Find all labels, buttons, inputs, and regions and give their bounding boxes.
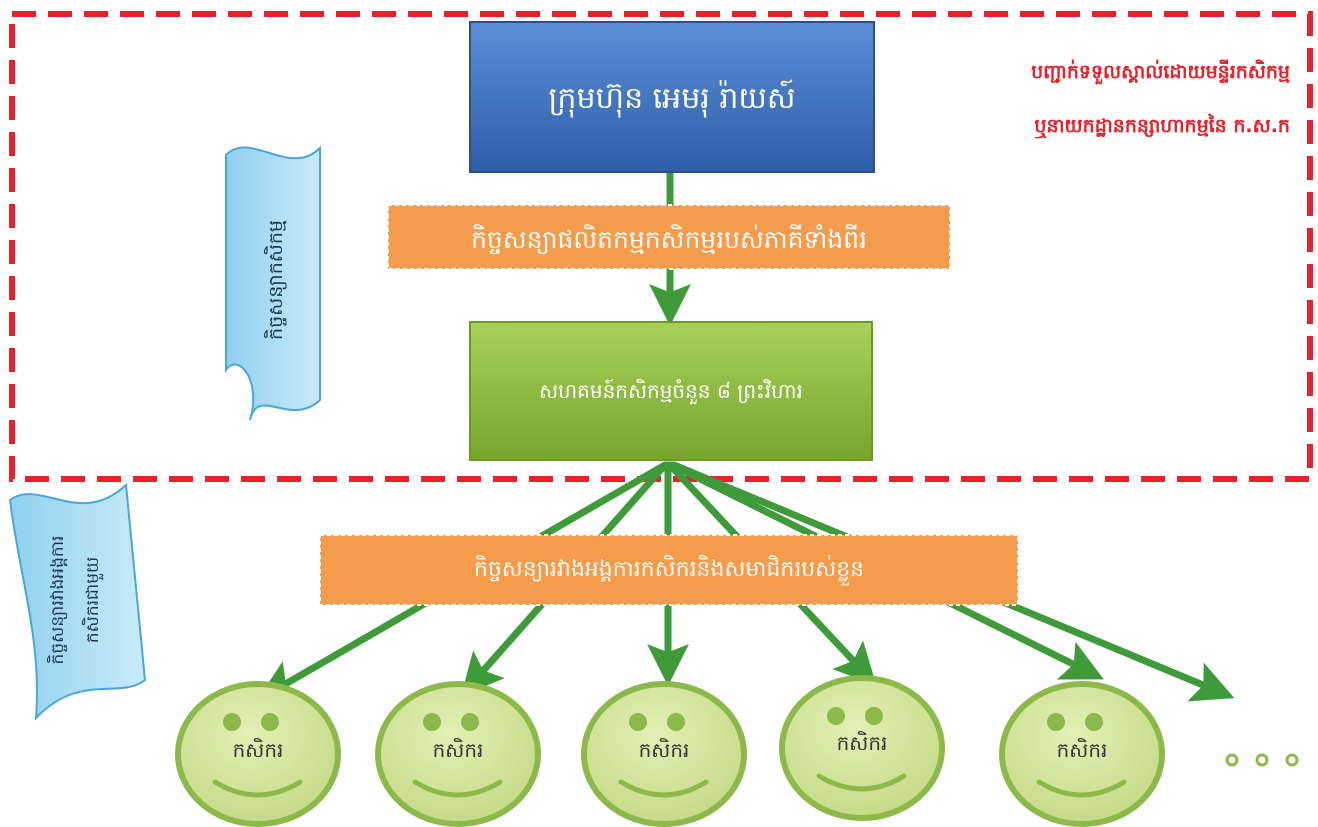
farmer-label: កសិករ [233,737,284,762]
company-label: ក្រុមហ៊ុន អេមរុ រ៉ាយស៍ [548,79,795,118]
face-eye-icon [1047,713,1065,731]
cooperatives-label: សហគមន៍កសិកម្មចំនួន ៨ ព្រះវិហារ [539,378,803,405]
cooperatives-box: សហគមន៍កសិកម្មចំនួន ៨ ព្រះវិហារ [469,321,873,461]
face-smile-icon [1036,779,1127,798]
face-eye-icon [223,713,241,731]
scroll-member-contract: កិច្ចសន្យារវាងអង្គការ កសិករជាមួយ [8,482,147,721]
certification-note: បញ្ជាក់ទទួលស្គាល់ដោយមន្ទីរកសិកម្ម ឬនាយកដ… [1031,59,1290,139]
face-eye-icon [629,713,647,731]
company-box: ក្រុមហ៊ុន អេមរុ រ៉ាយស៍ [469,21,875,173]
farmer-label: កសិករ [433,737,484,762]
certified-boundary [9,11,1313,482]
farmer-label: កសិករ [639,737,690,762]
contract-production-banner: កិច្ចសន្យាផលិតកម្មកសិកម្មរបស់ភាគីទាំងពីរ [387,204,951,270]
scroll-top-label: កិច្ចសន្យាកសិកម្ម [263,220,287,340]
scroll-bottom-line1: កិច្ចសន្យារវាងអង្គការ [46,536,68,665]
face-eye-icon [827,707,845,725]
face-smile-icon [212,779,303,798]
farmer-face-2: កសិករ [375,681,541,827]
scroll-bottom-line2: កសិករជាមួយ [81,557,104,643]
face-eye-icon [667,713,685,731]
scroll-agricultural-contract: កិច្ចសន្យាកសិកម្ម [225,145,321,421]
farmer-face-3: កសិករ [581,681,747,827]
face-smile-icon [816,773,907,792]
face-smile-icon [618,779,709,798]
face-eye-icon [261,713,279,731]
farmer-face-4: កសិករ [779,675,945,821]
farmer-label: កសិករ [837,730,888,755]
face-eye-icon [423,713,441,731]
farmer-face-1: កសិករ [175,681,341,827]
contract-members-label: កិច្ចសន្យារវាងអង្គការកសិករនិងសមាជិករបស់ខ… [474,555,864,586]
face-eye-icon [461,713,479,731]
face-eye-icon [1085,713,1103,731]
farmer-label: កសិករ [1057,737,1108,762]
certification-note-line1: បញ្ជាក់ទទួលស្គាល់ដោយមន្ទីរកសិកម្ម [1031,59,1290,85]
face-eye-icon [865,707,883,725]
face-smile-icon [412,779,503,798]
farmer-face-5: កសិករ [999,681,1165,827]
ellipsis-more-icon [1225,753,1299,767]
certification-note-line2: ឬនាយកដ្ឋានកន្សាហាកម្មនៃ ក.ស.ក [1034,113,1290,139]
contract-production-label: កិច្ចសន្យាផលិតកម្មកសិកម្មរបស់ភាគីទាំងពីរ [471,224,867,255]
contract-members-banner: កិច្ចសន្យារវាងអង្គការកសិករនិងសមាជិករបស់ខ… [319,534,1019,606]
